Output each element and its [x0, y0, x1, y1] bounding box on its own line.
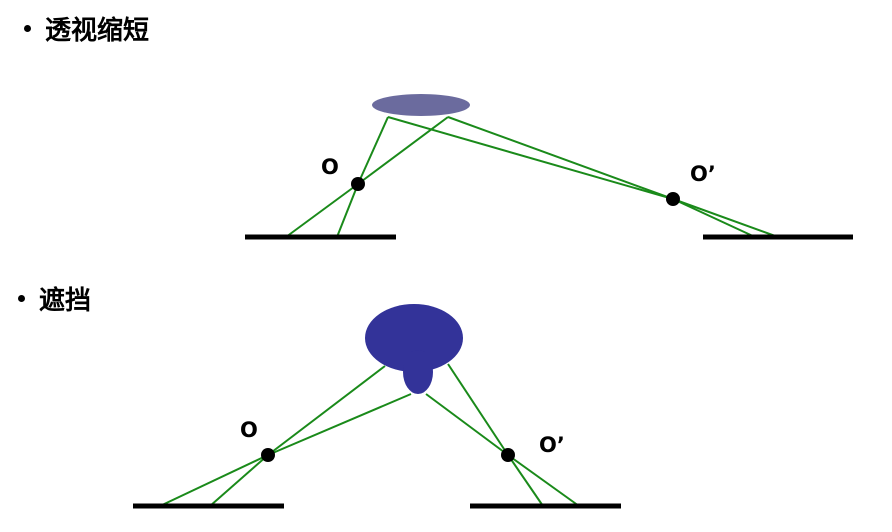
ray-line	[387, 116, 674, 200]
ray-line	[357, 116, 389, 185]
projection-center-o	[351, 177, 365, 191]
projection-center-o	[261, 448, 275, 462]
ray-line	[672, 198, 779, 238]
foreshortening-diagram: O O’	[245, 94, 853, 240]
label-o-prime: O’	[539, 433, 565, 457]
blob-object-bump	[403, 350, 433, 394]
projection-center-o-prime	[666, 192, 680, 206]
ray-line	[285, 183, 359, 238]
bullet-occlusion: 遮挡	[18, 288, 91, 314]
label-o: O	[321, 155, 339, 179]
ray-line	[209, 454, 269, 507]
ray-line	[507, 454, 544, 507]
ray-line	[507, 454, 580, 507]
ray-line	[425, 393, 509, 456]
ray-line	[357, 116, 449, 185]
ray-line	[447, 116, 674, 200]
occlusion-diagram: O O’	[133, 304, 621, 509]
ray-line	[672, 198, 756, 238]
projection-center-o-prime	[501, 448, 515, 462]
bullet-dot	[24, 25, 31, 32]
ray-line	[159, 454, 269, 507]
bullet-dot	[18, 295, 25, 302]
bullet-label-occlusion: 遮挡	[39, 286, 92, 316]
ray-line	[336, 183, 359, 238]
label-o: O	[240, 418, 258, 442]
label-o-prime: O’	[690, 162, 716, 186]
ray-line	[267, 365, 386, 456]
bullet-foreshortening: 透视缩短	[24, 18, 149, 44]
ray-line	[267, 393, 412, 456]
ellipse-object	[372, 94, 470, 116]
ray-line	[447, 363, 509, 456]
bullet-label-foreshortening: 透视缩短	[45, 16, 150, 46]
blob-object-body	[365, 304, 463, 372]
